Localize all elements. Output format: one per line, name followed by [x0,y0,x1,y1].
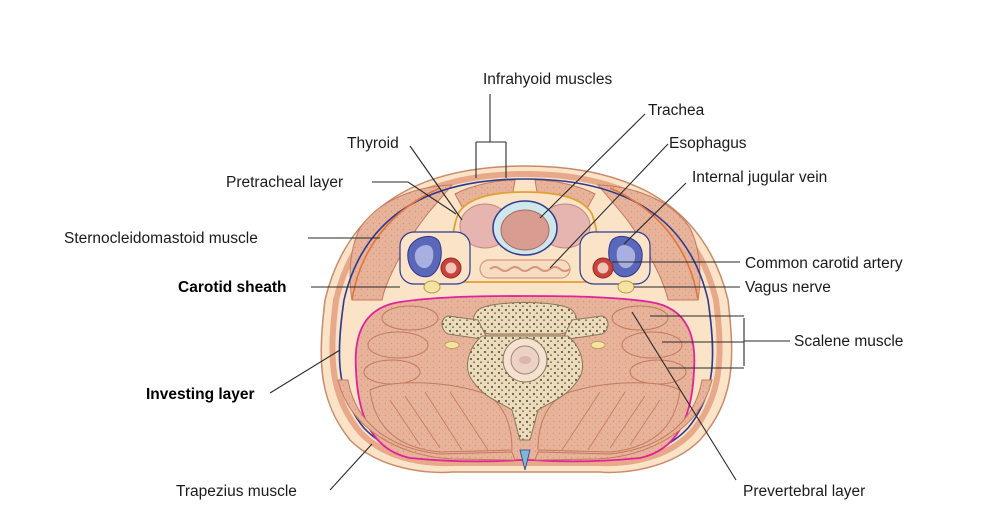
trachea-lumen [500,209,550,251]
vagus-nerve-right [617,280,635,294]
spinal-cord-core [519,356,531,364]
vertebral-artery-left [444,341,460,349]
trapezius-muscles [337,379,713,461]
scalene-anterior-right [611,305,669,331]
label-thyroid: Thyroid [347,135,399,152]
leader-trachea [539,113,646,219]
vagus-nerve-left [423,280,441,294]
leader-lines [269,94,790,491]
visceral-compartment [451,191,599,283]
trapezius-left [337,379,516,461]
nuchal-ligament [519,449,531,471]
label-sternocleidomastoid: Sternocleidomastoid muscle [64,230,258,247]
vertebral-body [473,302,577,335]
carotid-sheath-right [579,231,651,294]
common-carotid-lumen-left [445,262,457,274]
leader-scalene [650,315,790,369]
label-prevertebral: Prevertebral layer [743,483,865,500]
label-internal-jugular: Internal jugular vein [692,169,827,186]
transverse-process-left [441,315,489,341]
label-pretracheal: Pretracheal layer [226,174,343,191]
scalene-middle-left [367,331,429,359]
leader-prevertebral [631,311,737,481]
label-vagus: Vagus nerve [745,279,831,296]
label-common-carotid: Common carotid artery [745,255,903,272]
label-investing: Investing layer [146,386,255,403]
scalene-posterior-right [629,359,687,385]
common-carotid-lumen-right [597,262,609,274]
leader-infrahyoid [475,94,507,178]
transverse-process-right [561,315,609,341]
superficial-line-right [609,187,699,301]
superficial-line-left [351,187,441,301]
leader-thyroid [409,145,463,221]
label-esophagus: Esophagus [669,135,747,152]
muscle-striations-left [389,391,489,451]
leader-pretracheal [372,181,457,215]
carotid-sheath-left [399,231,471,294]
vertebral-artery-right [590,341,606,349]
trapezius-right [534,379,713,461]
label-scalene: Scalene muscle [794,333,903,350]
esophagus [479,259,571,279]
label-trapezius: Trapezius muscle [176,483,297,500]
label-carotid-sheath: Carotid sheath [178,279,287,296]
muscle-striations-right [561,391,661,451]
esophagus-lumen [489,266,571,272]
leader-internal-jugular [623,182,687,245]
leader-trapezius [329,443,373,491]
leader-esophagus [549,143,669,269]
vertebral-arch [467,335,583,441]
prevertebral-compartment [354,295,696,471]
internal-jugular-lumen-left [414,245,434,269]
leader-investing [269,349,341,394]
scalene-anterior-left [381,305,439,331]
label-trachea: Trachea [648,102,705,119]
label-infrahyoid: Infrahyoid muscles [483,71,612,88]
scalene-posterior-left [363,359,421,385]
labels: Infrahyoid muscles Trachea Thyroid Esoph… [64,71,903,500]
